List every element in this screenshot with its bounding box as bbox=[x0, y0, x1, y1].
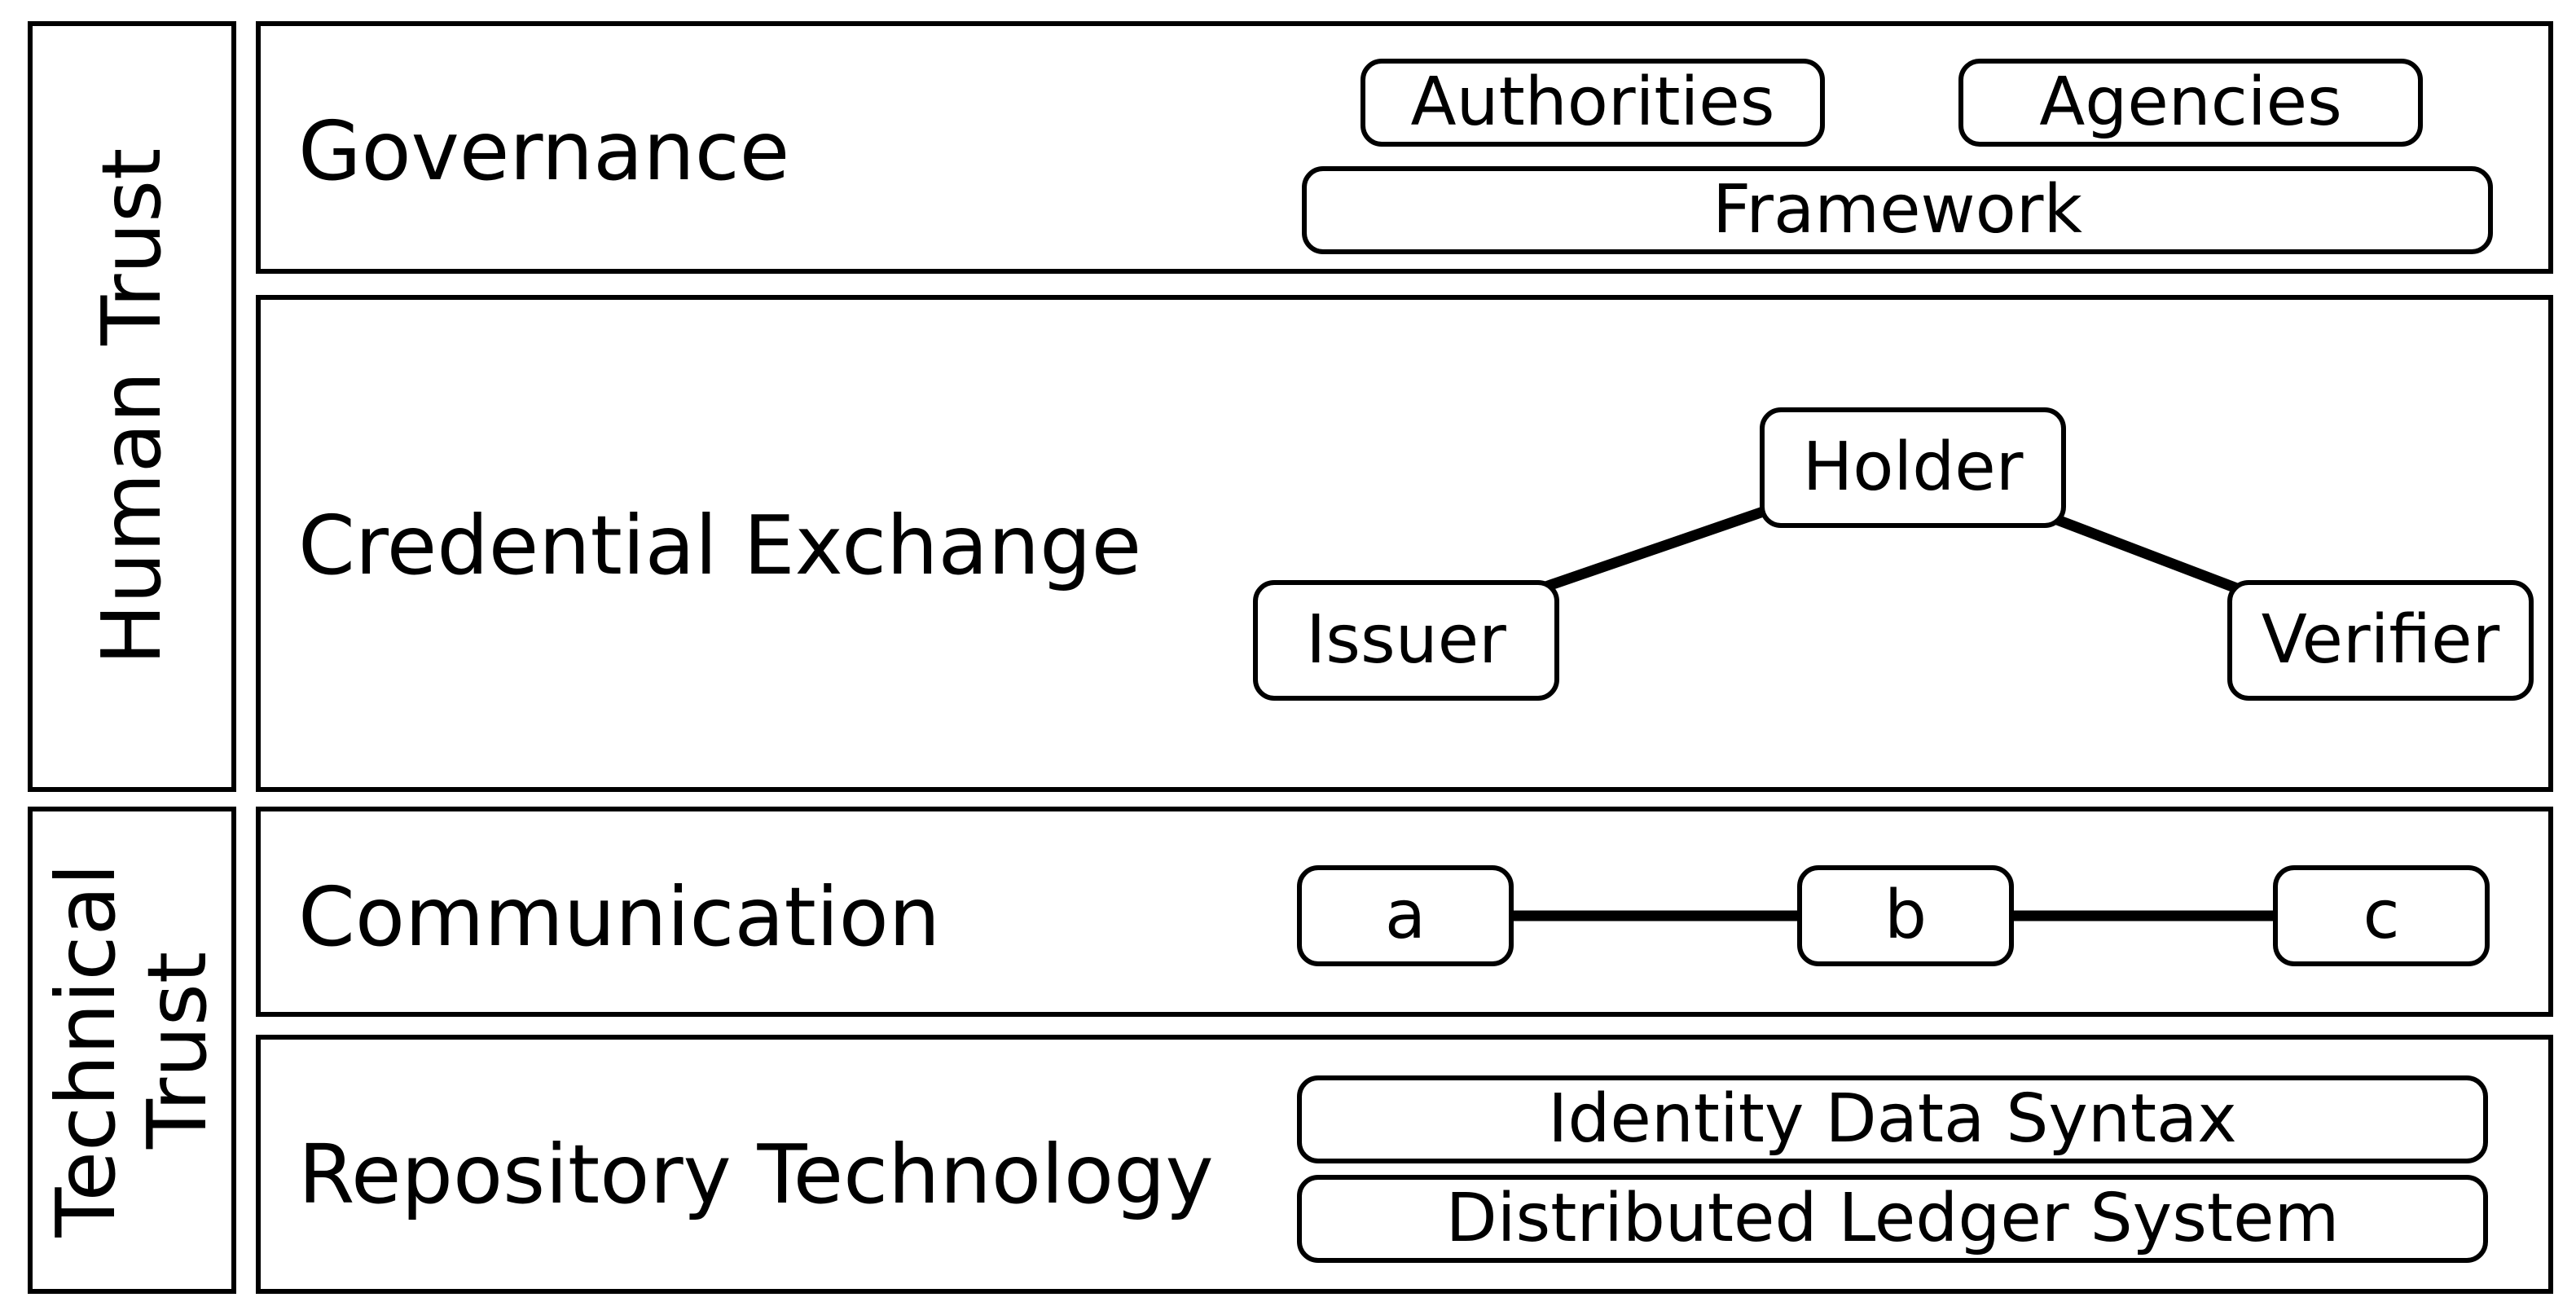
node-c: c bbox=[2273, 865, 2490, 966]
authorities-box: Authorities bbox=[1361, 59, 1825, 147]
distributed-ledger-system-box: Distributed Ledger System bbox=[1297, 1175, 2488, 1263]
credential-exchange-layer bbox=[256, 295, 2553, 792]
holder-verifier-connector bbox=[2051, 512, 2248, 597]
repository-technology-title: Repository Technology bbox=[298, 1127, 1214, 1222]
human-trust-group: Human Trust bbox=[28, 21, 236, 792]
verifier-box: Verifier bbox=[2227, 580, 2534, 701]
agencies-box: Agencies bbox=[1958, 59, 2423, 147]
framework-box: Framework bbox=[1302, 166, 2493, 254]
node-a: a bbox=[1297, 865, 1514, 966]
node-b: b bbox=[1797, 865, 2014, 966]
identity-data-syntax-box: Identity Data Syntax bbox=[1297, 1075, 2488, 1163]
governance-title: Governance bbox=[298, 103, 790, 199]
communication-title: Communication bbox=[298, 869, 941, 965]
technical-trust-group: Technical Trust bbox=[28, 807, 236, 1294]
issuer-holder-connector bbox=[1529, 504, 1770, 597]
issuer-box: Issuer bbox=[1253, 580, 1559, 701]
credential-exchange-title: Credential Exchange bbox=[298, 498, 1142, 593]
holder-box: Holder bbox=[1760, 407, 2066, 528]
